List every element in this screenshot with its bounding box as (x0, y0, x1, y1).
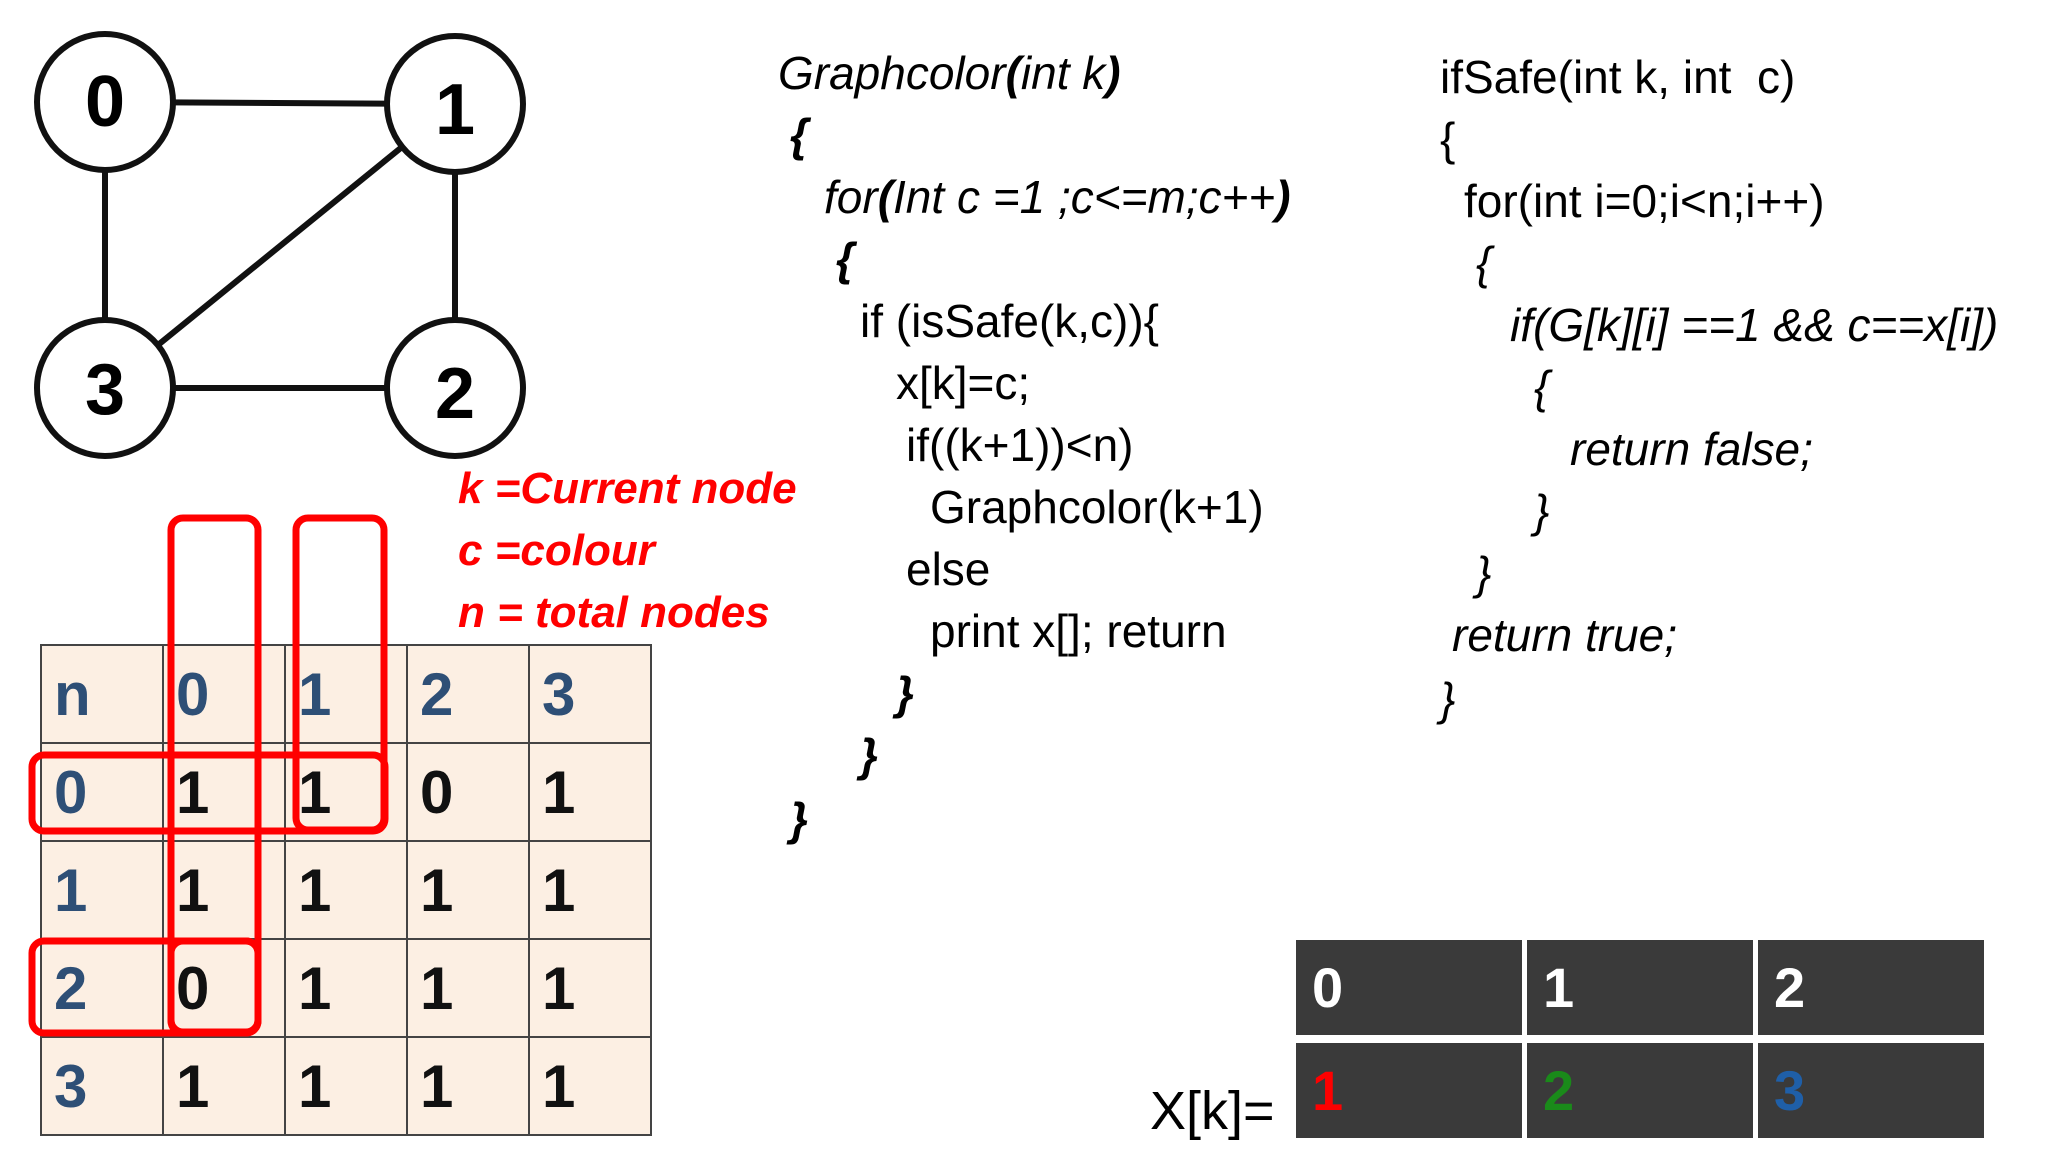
matrix-cell: 1 (406, 938, 530, 1038)
code-line: Graphcolor(int k) (778, 47, 1121, 99)
matrix-cell: 1 (406, 840, 530, 940)
code-line: return false; (1570, 423, 1813, 475)
graph-node-0: 0 (34, 31, 176, 173)
xk-value-1: 2 (1527, 1043, 1753, 1138)
matrix-cell: 1 (406, 1036, 530, 1136)
col-header-1: 1 (284, 644, 408, 744)
variable-legend: k =Current node c =colour n = total node… (458, 458, 797, 644)
code-line: x[k]=c; (896, 357, 1031, 409)
legend-k: k =Current node (458, 464, 797, 513)
code-line: { (1534, 361, 1550, 413)
graph-diagram: 0 1 3 2 (34, 31, 526, 459)
code-line: } (896, 667, 914, 719)
node-label-3: 3 (85, 350, 125, 430)
matrix-cell: 1 (528, 840, 652, 940)
code-line: { (1440, 113, 1456, 165)
code-line: { (836, 233, 854, 285)
code-line: for(Int c =1 ;c<=m;c++) (824, 171, 1291, 223)
matrix-cell: 1 (528, 938, 652, 1038)
matrix-cell: 1 (162, 840, 286, 940)
code-line: } (1440, 673, 1456, 725)
matrix-cell: 0 (162, 938, 286, 1038)
row-header-2: 2 (40, 938, 164, 1038)
matrix-cell: 0 (406, 742, 530, 842)
xk-value-2: 3 (1758, 1043, 1984, 1138)
code-line: if(G[k][i] ==1 && c==x[i]) (1510, 299, 1999, 351)
color-assignment-array: 0 1 2 1 2 3 (1296, 940, 1988, 1138)
adjacency-matrix: n 0 1 2 3 0 1 1 0 1 1 1 1 1 1 2 0 1 1 1 (40, 644, 652, 1136)
code-line: { (790, 109, 808, 161)
row-header-0: 0 (40, 742, 164, 842)
matrix-header-row: n 0 1 2 3 (40, 644, 652, 744)
col-header-0: 0 (162, 644, 286, 744)
code-line: } (1476, 547, 1492, 599)
col-header-2: 2 (406, 644, 530, 744)
graph-node-1: 1 (384, 33, 526, 175)
code-line: if (isSafe(k,c)){ (860, 295, 1160, 347)
matrix-cell: 1 (162, 742, 286, 842)
xk-value-0: 1 (1296, 1043, 1522, 1138)
code-line: { (1476, 237, 1492, 289)
matrix-cell: 1 (528, 1036, 652, 1136)
xk-label: X[k]= (1150, 1081, 1275, 1141)
code-line: ifSafe(int k, int c) (1440, 51, 1796, 103)
node-label-2: 2 (435, 354, 475, 434)
xk-index-0: 0 (1296, 940, 1522, 1035)
code-line: } (790, 793, 808, 845)
code-line: } (860, 729, 878, 781)
code-line: return true; (1452, 609, 1677, 661)
matrix-row: 1 1 1 1 1 (40, 840, 652, 940)
matrix-cell: 1 (284, 1036, 408, 1136)
code-line: } (1534, 485, 1550, 537)
matrix-cell: 1 (284, 742, 408, 842)
legend-c: c =colour (458, 526, 655, 575)
code-line: print x[]; return (930, 605, 1227, 657)
edge-1-3 (103, 101, 457, 391)
code-line: else (906, 543, 991, 595)
adjacency-table: n 0 1 2 3 0 1 1 0 1 1 1 1 1 1 2 0 1 1 1 (40, 644, 652, 1136)
matrix-row: 0 1 1 0 1 (40, 742, 652, 842)
matrix-corner: n (40, 644, 164, 744)
code-line: if((k+1))<n) (906, 419, 1134, 471)
graph-node-2: 2 (384, 317, 526, 459)
matrix-cell: 1 (528, 742, 652, 842)
matrix-row: 3 1 1 1 1 (40, 1036, 652, 1136)
legend-n: n = total nodes (458, 588, 770, 637)
matrix-cell: 1 (162, 1036, 286, 1136)
xk-index-1: 1 (1527, 940, 1753, 1035)
matrix-row: 2 0 1 1 1 (40, 938, 652, 1038)
code-line: Graphcolor(k+1) (930, 481, 1264, 533)
matrix-cell: 1 (284, 840, 408, 940)
row-header-3: 3 (40, 1036, 164, 1136)
xk-index-2: 2 (1758, 940, 1984, 1035)
node-label-0: 0 (85, 62, 125, 142)
col-header-3: 3 (528, 644, 652, 744)
graph-node-3: 3 (34, 317, 176, 459)
matrix-cell: 1 (284, 938, 408, 1038)
code-line: for(int i=0;i<n;i++) (1464, 175, 1825, 227)
node-label-1: 1 (435, 70, 475, 150)
row-header-1: 1 (40, 840, 164, 940)
